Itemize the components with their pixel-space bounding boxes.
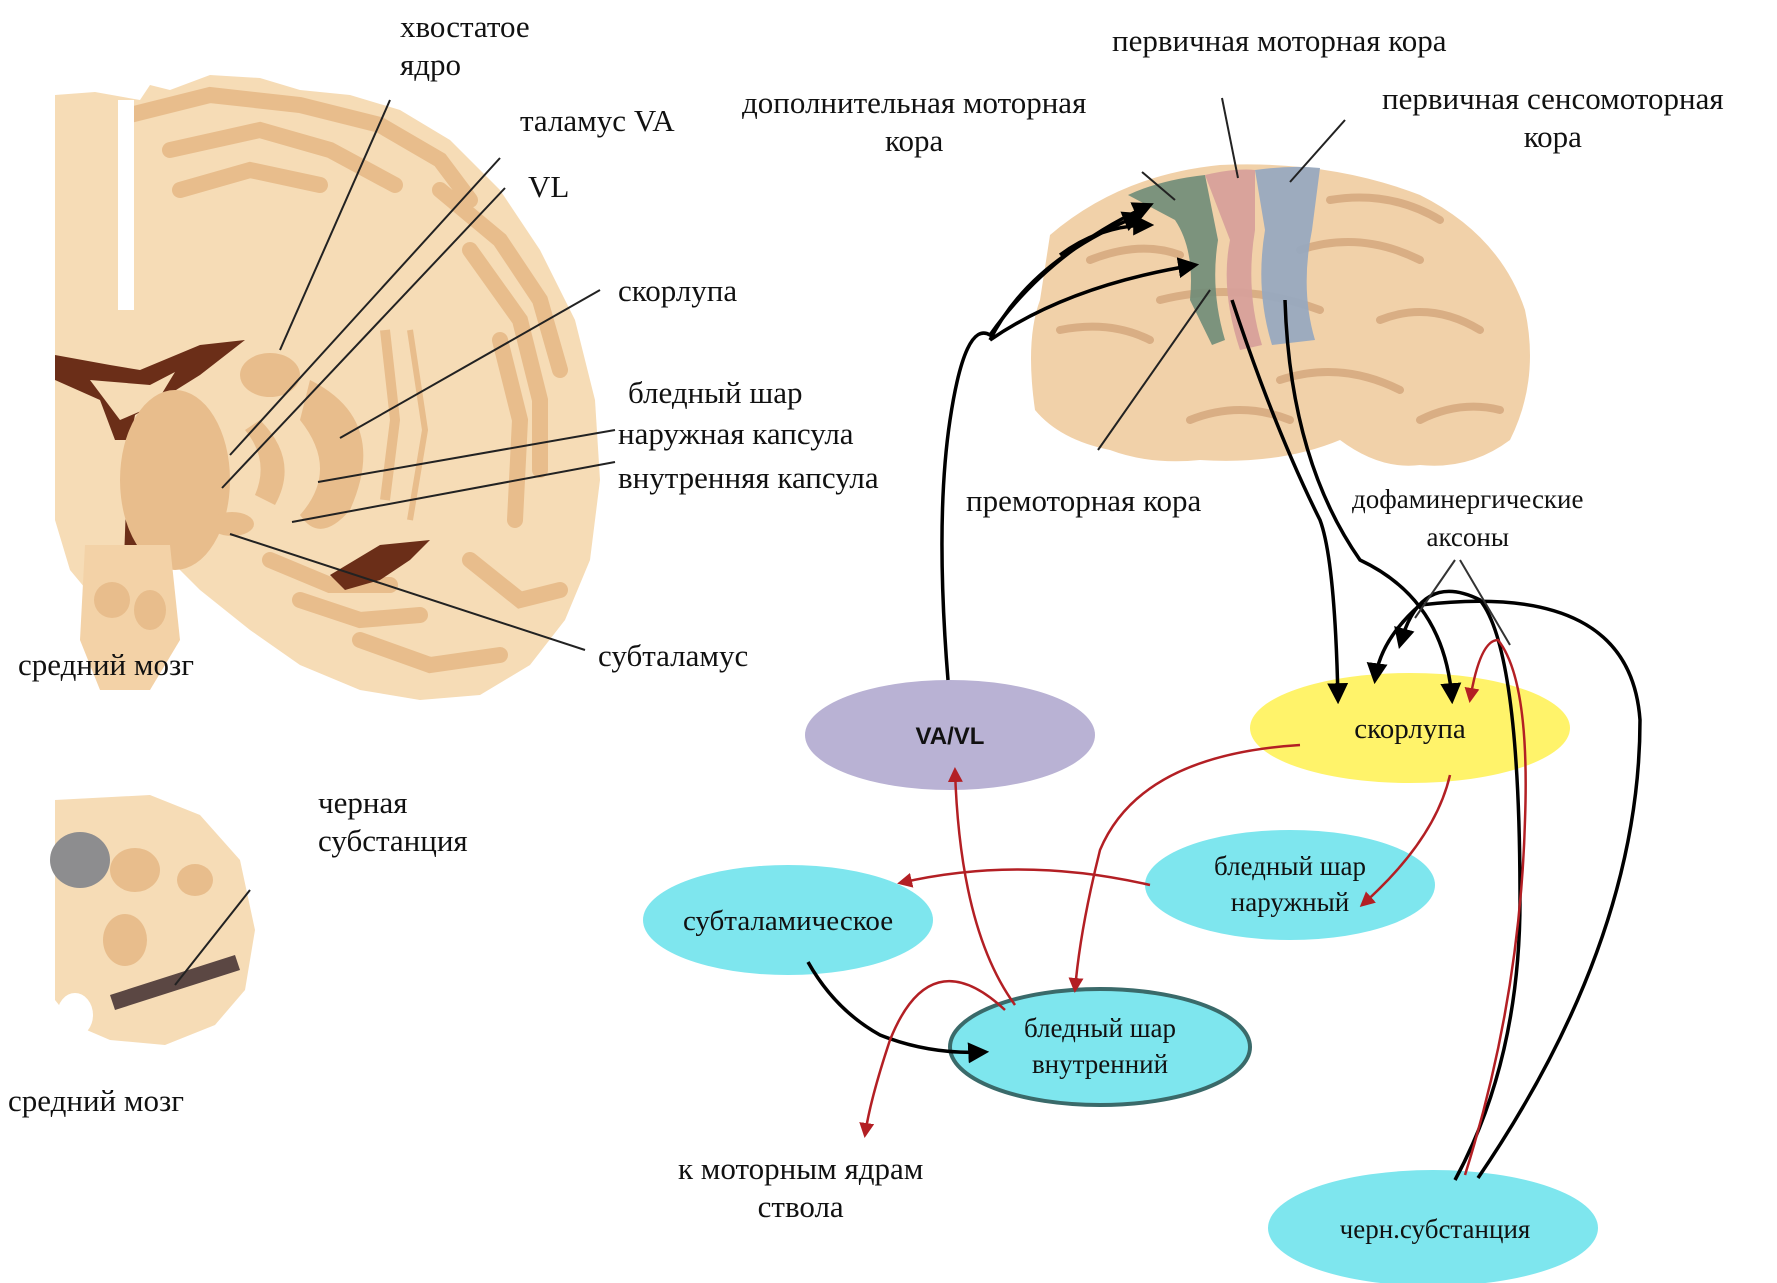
node-putamen: скорлупа (1310, 710, 1510, 748)
label-dopaminergic-axons: дофаминергические аксоны (1352, 480, 1583, 556)
label-putamen-anatomy: скорлупа (618, 272, 737, 310)
label-external-capsule: наружная капсула (618, 415, 854, 453)
label-caudate: хвостатое ядро (400, 8, 530, 84)
label-premotor-cortex: премоторная кора (966, 482, 1201, 520)
coronal-brain-section (55, 75, 600, 700)
label-primary-sensorimotor-cortex: первичная сенсомоторная кора (1382, 80, 1724, 156)
node-subthalamic: субталамическое (648, 902, 928, 940)
label-primary-motor-cortex: первичная моторная кора (1112, 22, 1446, 60)
label-supplementary-motor-cortex: дополнительная моторная кора (742, 84, 1086, 160)
midbrain-section (50, 795, 255, 1045)
node-gp-external: бледный шар наружный (1180, 848, 1400, 920)
node-substantia-nigra: черн.субстанция (1290, 1210, 1580, 1248)
arrow-gpi-to-vavl (955, 770, 1015, 1005)
arrow-gpe-to-subthalamic (900, 869, 1150, 885)
label-internal-capsule: внутренняя капсула (618, 459, 879, 497)
label-subthalamus: субталамус (598, 637, 748, 675)
label-substantia-nigra-anatomy: черная субстанция (318, 784, 468, 860)
node-va-vl: VA/VL (850, 718, 1050, 756)
label-to-brainstem-motor-nuclei: к моторным ядрам ствола (678, 1150, 923, 1226)
label-vl: VL (528, 168, 569, 206)
label-globus-pallidus: бледный шар (628, 374, 802, 412)
label-midbrain-upper: средний мозг (18, 646, 194, 684)
label-thalamus-va: таламус VA (520, 102, 675, 140)
lateral-cortex (1031, 164, 1530, 465)
node-gp-internal: бледный шар внутренний (985, 1010, 1215, 1082)
label-midbrain-lower: средний мозг (8, 1082, 184, 1120)
